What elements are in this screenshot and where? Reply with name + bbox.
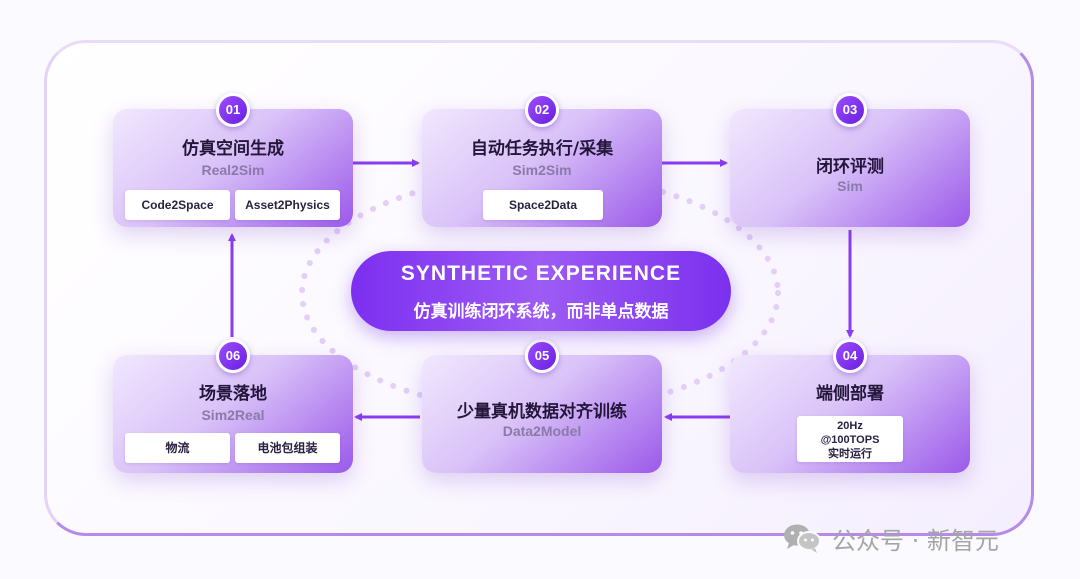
watermark-text: 公众号 · 新智元 — [832, 526, 999, 555]
step-number-badge: 04 — [833, 339, 867, 373]
step-tag: Asset2Physics — [235, 190, 340, 220]
step-card-04: 04 端侧部署 20Hz @100TOPS 实时运行 — [730, 339, 970, 473]
step-card-06: 06 场景落地 Sim2Real 物流 电池包组装 — [113, 339, 353, 473]
step-subtitle: Data2Model — [502, 423, 582, 439]
spec-line: @100TOPS — [820, 434, 880, 446]
spec-line: 实时运行 — [828, 448, 872, 460]
center-subtitle: 仿真训练闭环系统，而非单点数据 — [413, 302, 669, 322]
step-subtitle: Sim — [837, 178, 863, 194]
wechat-icon — [782, 522, 822, 554]
step-tag: Code2Space — [125, 190, 230, 220]
step-number-badge: 06 — [216, 339, 250, 373]
center-title: SYNTHETIC EXPERIENCE — [400, 262, 682, 285]
step-subtitle: Sim2Real — [201, 407, 265, 423]
spec-line: 20Hz — [837, 420, 863, 432]
step-number-badge: 02 — [525, 93, 559, 127]
step-card-02: 02 自动任务执行/采集 Sim2Sim Space2Data — [422, 93, 662, 227]
step-tag: Space2Data — [483, 190, 603, 220]
step-title: 自动任务执行/采集 — [470, 139, 614, 159]
step-card-05: 05 少量真机数据对齐训练 Data2Model — [422, 339, 662, 473]
step-title: 少量真机数据对齐训练 — [457, 402, 627, 422]
step-tag: 电池包组装 — [235, 433, 340, 463]
spec-box: 20Hz @100TOPS 实时运行 — [797, 416, 903, 462]
step-number-badge: 01 — [216, 93, 250, 127]
step-title: 闭环评测 — [816, 157, 884, 177]
step-subtitle: Real2Sim — [201, 162, 265, 178]
step-card-01: 01 仿真空间生成 Real2Sim Code2Space Asset2Phys… — [113, 93, 353, 227]
step-number-badge: 05 — [525, 339, 559, 373]
step-title: 场景落地 — [199, 384, 267, 404]
step-tag: 物流 — [125, 433, 230, 463]
step-card-03: 03 闭环评测 Sim — [730, 93, 970, 227]
step-title: 端侧部署 — [816, 384, 884, 404]
step-subtitle: Sim2Sim — [512, 162, 572, 178]
center-pill: SYNTHETIC EXPERIENCE 仿真训练闭环系统，而非单点数据 — [351, 251, 731, 331]
watermark: 公众号 · 新智元 — [782, 520, 999, 556]
step-title: 仿真空间生成 — [182, 139, 284, 159]
step-number-badge: 03 — [833, 93, 867, 127]
